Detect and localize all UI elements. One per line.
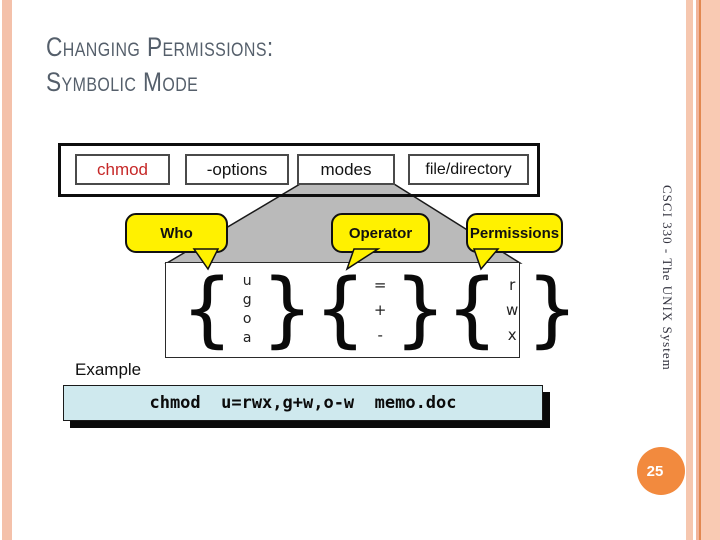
who-values-group: { u g o a } bbox=[181, 266, 313, 354]
modes-box: modes bbox=[297, 154, 395, 185]
operator-values-group: { = + - } bbox=[314, 266, 446, 354]
callout-permissions: Permissions bbox=[466, 213, 563, 253]
permission-value: w bbox=[506, 300, 519, 319]
chmod-box: chmod bbox=[75, 154, 170, 185]
options-box: -options bbox=[185, 154, 289, 185]
slide-title-line2: Symbolic Mode bbox=[46, 67, 199, 97]
right-accent-stripe bbox=[696, 0, 699, 540]
file-directory-box: file/directory bbox=[408, 154, 529, 185]
example-command-text: chmod u=rwx,g+w,o-w memo.doc bbox=[149, 393, 457, 413]
page-number: 25 bbox=[646, 462, 664, 480]
permission-values: r w x bbox=[498, 273, 526, 348]
slide-title: Changing Permissions: Symbolic Mode bbox=[46, 30, 274, 100]
who-value: o bbox=[242, 311, 252, 327]
right-brace: } bbox=[261, 262, 314, 357]
who-value: a bbox=[242, 330, 252, 346]
who-value: g bbox=[242, 292, 252, 308]
callout-who: Who bbox=[125, 213, 228, 253]
left-brace: { bbox=[314, 262, 367, 357]
mode-components-box bbox=[165, 262, 520, 358]
who-values: u g o a bbox=[233, 272, 261, 348]
who-value: u bbox=[242, 273, 252, 289]
course-caption: CSCI 330 - The UNIX System bbox=[660, 185, 675, 371]
slide-title-line1: Changing Permissions: bbox=[46, 32, 274, 62]
left-brace: { bbox=[446, 262, 499, 357]
right-brace: } bbox=[394, 262, 447, 357]
operator-value: - bbox=[377, 325, 383, 344]
operator-value: + bbox=[373, 300, 387, 319]
permission-value: x bbox=[507, 325, 517, 344]
example-command-box: chmod u=rwx,g+w,o-w memo.doc bbox=[63, 385, 543, 421]
operator-values: = + - bbox=[366, 273, 394, 348]
example-label: Example bbox=[75, 360, 142, 379]
callout-operator: Operator bbox=[331, 213, 430, 253]
right-accent-stripe bbox=[686, 0, 693, 540]
left-accent-stripe bbox=[2, 0, 12, 540]
right-accent-stripe bbox=[699, 0, 701, 540]
right-brace: } bbox=[526, 262, 579, 357]
page-number-badge: 25 bbox=[637, 447, 685, 495]
permission-value: r bbox=[509, 275, 516, 294]
left-brace: { bbox=[181, 262, 234, 357]
permission-values-group: { r w x } bbox=[446, 266, 578, 354]
operator-value: = bbox=[373, 275, 387, 294]
right-accent-stripe bbox=[701, 0, 720, 540]
